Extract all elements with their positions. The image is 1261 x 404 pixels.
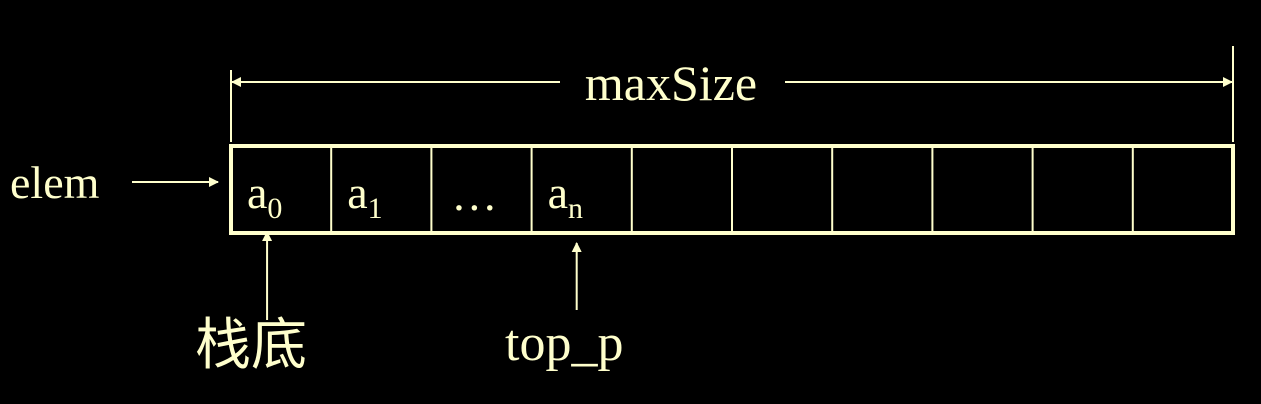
cell-subscript: 1 bbox=[367, 192, 383, 225]
cell-subscript: 0 bbox=[267, 192, 283, 225]
array-cell-content: … bbox=[451, 172, 497, 218]
max-size-label: maxSize bbox=[584, 55, 758, 111]
cell-base-text: a bbox=[347, 167, 368, 218]
stack-bottom-label: 栈底 bbox=[195, 313, 307, 378]
top-pointer-label: top_p bbox=[505, 315, 624, 372]
cell-base-text: a bbox=[247, 167, 268, 218]
array-cell-content: a1 bbox=[347, 167, 382, 224]
array-cell-content: a0 bbox=[247, 167, 282, 224]
array-cell-content: an bbox=[547, 167, 583, 224]
cell-base-text: a bbox=[547, 167, 569, 218]
cell-base-text: … bbox=[451, 169, 498, 220]
cell-subscript: n bbox=[568, 192, 584, 225]
elem-label: elem bbox=[10, 157, 100, 208]
